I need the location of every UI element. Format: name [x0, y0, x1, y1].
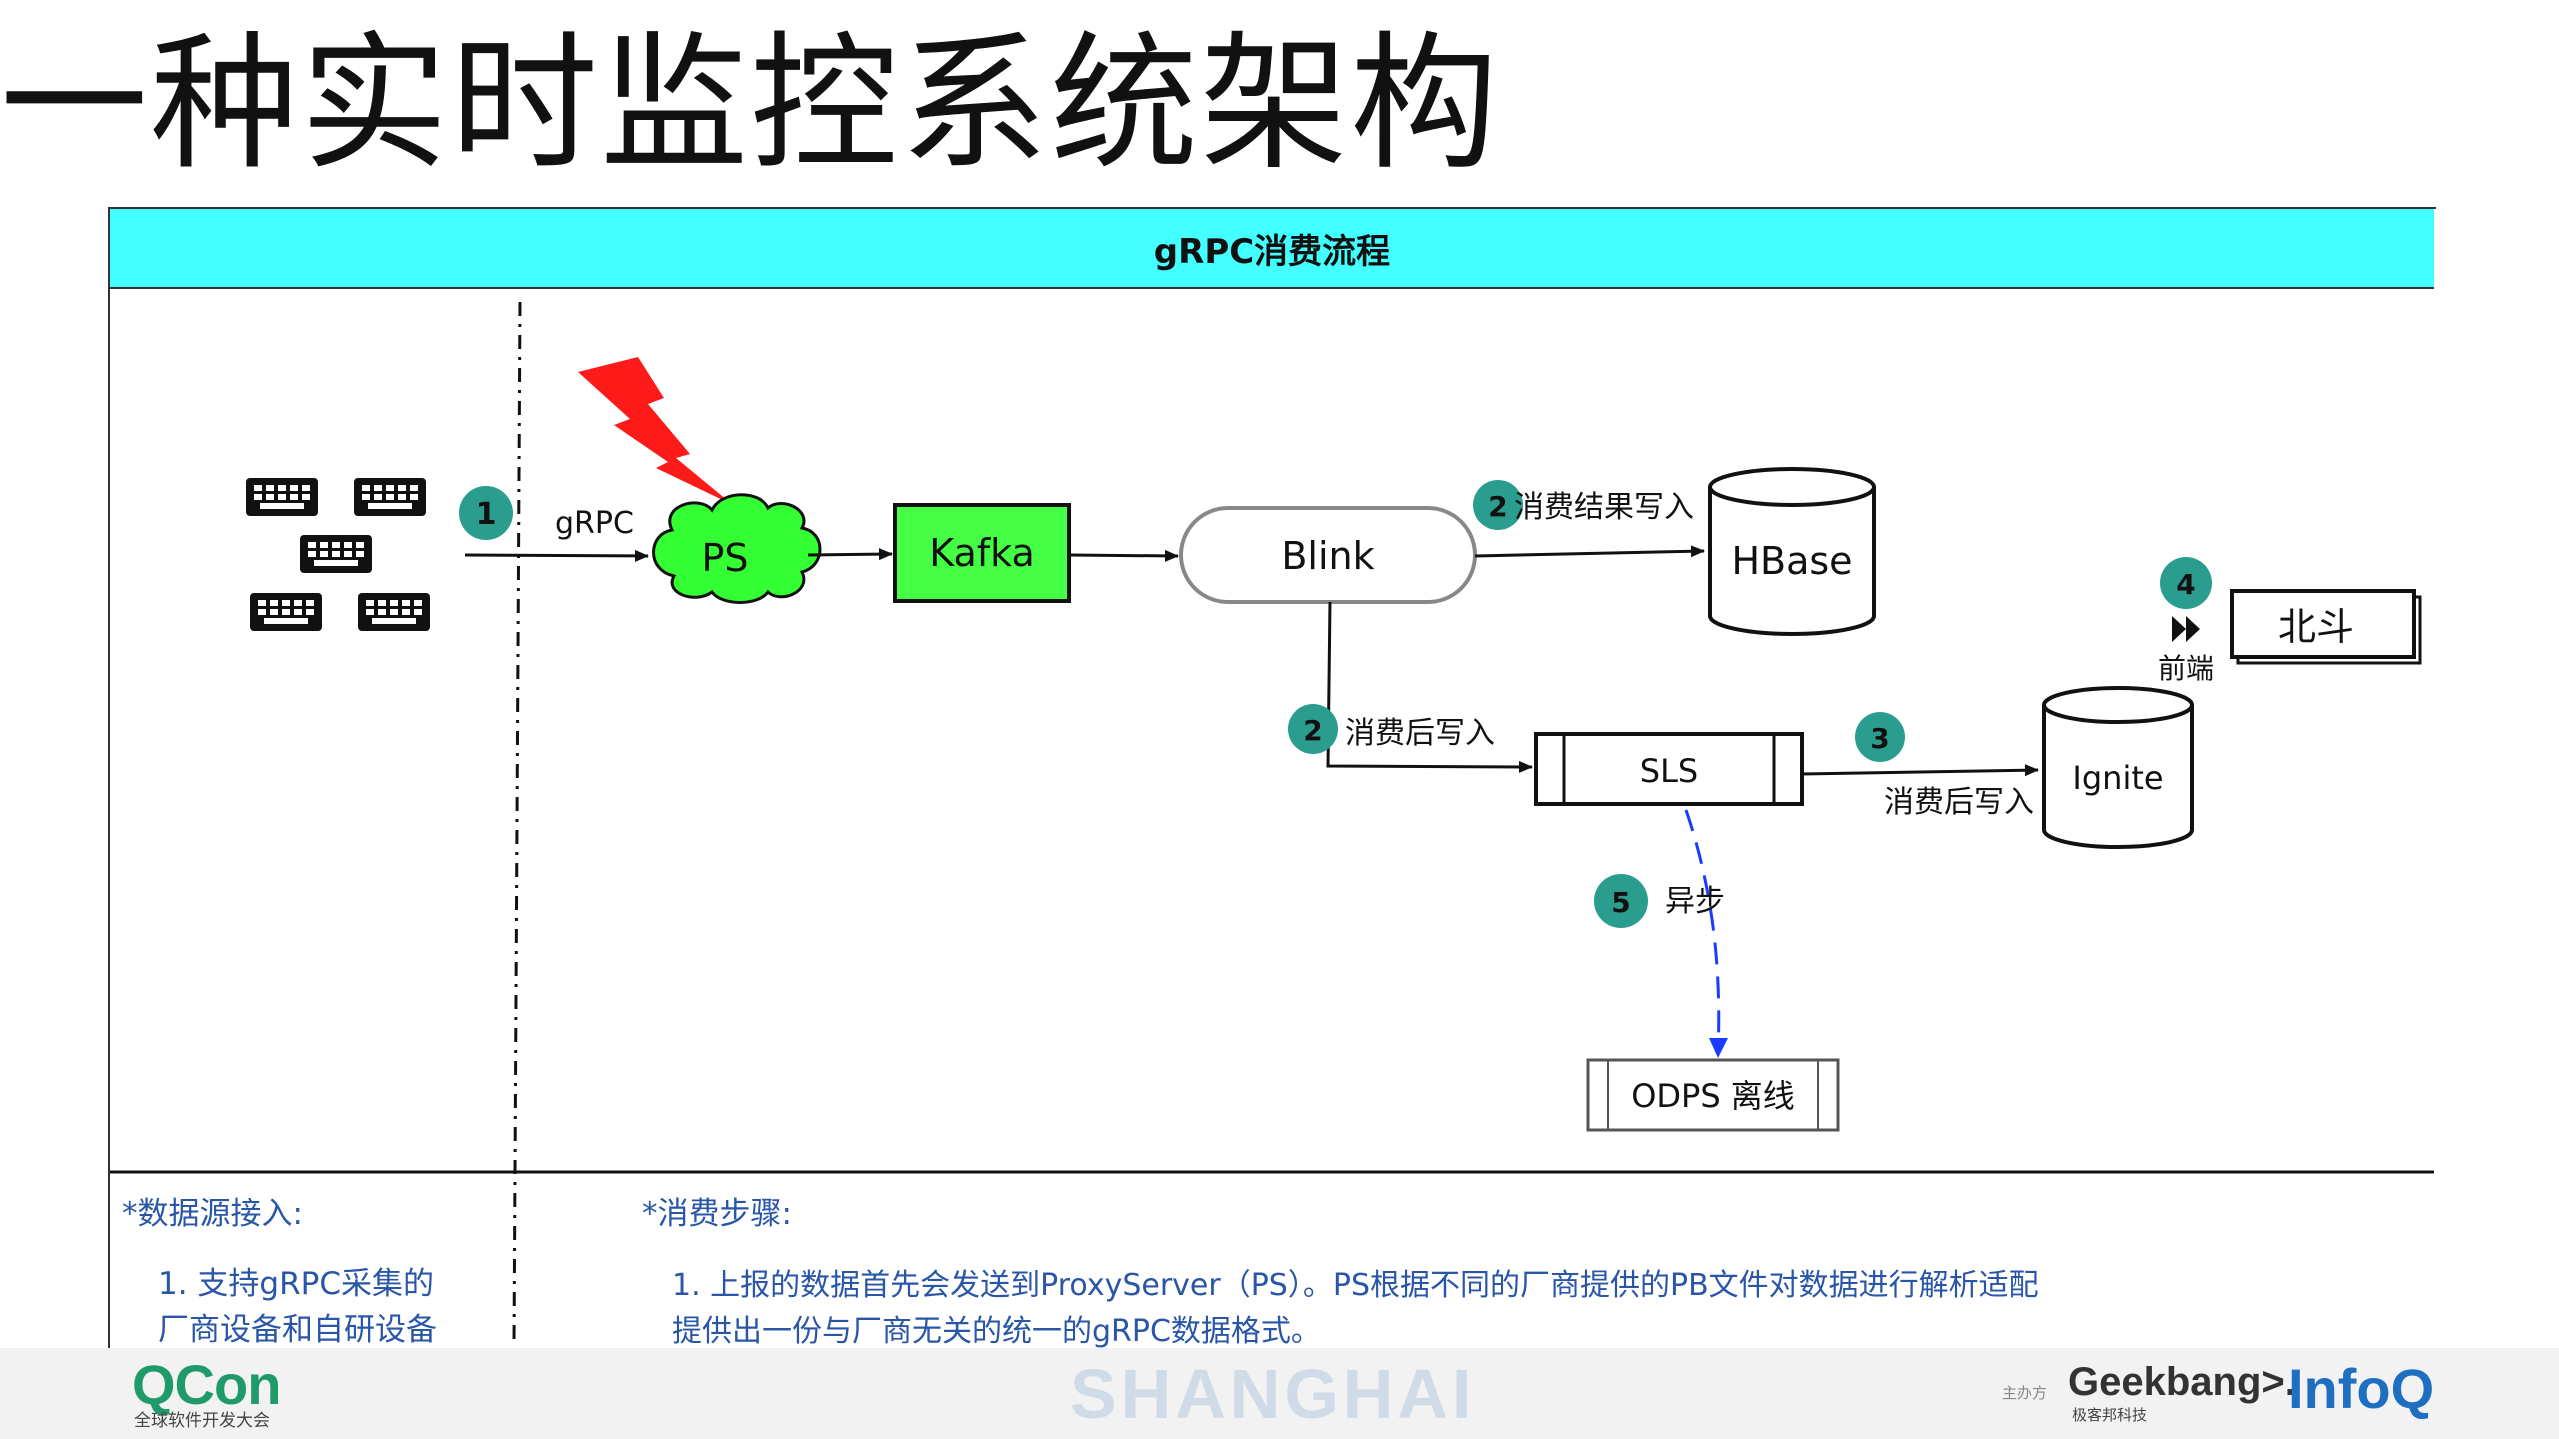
kafka-node: Kafka — [893, 503, 1071, 603]
fast-forward-icon — [2172, 616, 2200, 642]
async-arrow — [1684, 809, 1721, 1053]
blink-hbase-arrow — [1474, 545, 1705, 558]
svg-text:Kafka: Kafka — [929, 531, 1035, 575]
svg-text:北斗: 北斗 — [2278, 605, 2354, 649]
blink-sls-arrow — [1326, 601, 1533, 773]
step-4-badge: 4 — [2160, 557, 2212, 609]
consume-write-ignite-label: 消费后写入 — [1884, 785, 2034, 820]
geekbang-subtitle: 极客邦科技 — [2072, 1406, 2148, 1424]
footer-bar — [0, 1348, 2559, 1439]
grpc-label: gRPC — [555, 506, 634, 541]
svg-text:HBase: HBase — [1731, 539, 1852, 583]
ps-node: PS — [652, 493, 822, 604]
lightning-icon — [578, 357, 733, 505]
sls-ignite-arrow — [1801, 764, 2039, 777]
grpc-arrow — [464, 549, 649, 562]
qcon-logo: QCon — [132, 1353, 281, 1416]
separator-line — [512, 301, 522, 1346]
svg-text:2: 2 — [1488, 490, 1507, 523]
sls-node: SLS — [1534, 732, 1804, 806]
qcon-subtitle: 全球软件开发大会 — [134, 1411, 270, 1431]
consume-write-sls-label: 消费后写入 — [1345, 716, 1495, 751]
svg-text:Blink: Blink — [1281, 534, 1374, 578]
svg-text:Ignite: Ignite — [2072, 759, 2163, 797]
step-1-badge: 1 — [459, 486, 513, 540]
svg-text:1: 1 — [476, 497, 497, 532]
svg-text:2: 2 — [1303, 714, 1322, 747]
step-3-badge: 3 — [1855, 712, 1905, 762]
left-note-heading: *数据源接入: — [122, 1196, 303, 1232]
keyboard-icon — [246, 478, 318, 516]
async-arrowhead — [1709, 1038, 1728, 1058]
diagram-title: gRPC消费流程 — [110, 209, 2434, 289]
svg-text:PS: PS — [701, 536, 748, 580]
step-2-hbase-badge: 2 — [1473, 480, 1523, 530]
ps-kafka-arrow — [807, 548, 893, 561]
organizer-label: 主办方 — [2002, 1384, 2048, 1402]
async-label: 异步 — [1665, 884, 1725, 919]
keyboard-icon — [250, 593, 322, 631]
keyboard-icon — [354, 478, 426, 516]
blink-node: Blink — [1179, 506, 1477, 604]
left-note-line2: 厂商设备和自研设备 — [158, 1312, 437, 1348]
right-note-line1: 1. 上报的数据首先会发送到ProxyServer（PS）。PS根据不同的厂商提… — [672, 1268, 2039, 1303]
svg-text:5: 5 — [1611, 886, 1630, 919]
step-2-sls-badge: 2 — [1288, 704, 1338, 754]
svg-text:4: 4 — [2176, 568, 2195, 601]
right-note-heading: *消费步骤: — [642, 1196, 792, 1232]
svg-text:SLS: SLS — [1640, 752, 1698, 790]
diagram-frame — [108, 207, 2436, 1349]
svg-text:ODPS 离线: ODPS 离线 — [1631, 1077, 1795, 1115]
geekbang-logo: Geekbang>. — [2068, 1360, 2296, 1404]
keyboard-icon — [300, 535, 372, 573]
architecture-diagram: 1 gRPC PS Kafka Blink 2 消费结果写入 HBase 2 — [110, 301, 2434, 1346]
beidou-node: 北斗 — [2230, 589, 2422, 665]
left-note-line1: 1. 支持gRPC采集的 — [158, 1266, 434, 1302]
infoq-logo: InfoQ — [2288, 1357, 2435, 1420]
frontend-label: 前端 — [2158, 652, 2214, 685]
right-note-line2: 提供出一份与厂商无关的统一的gRPC数据格式。 — [672, 1314, 1321, 1349]
slide-title: 一种实时监控系统架构 — [0, 18, 1500, 190]
keyboard-icon — [358, 593, 430, 631]
kafka-blink-arrow — [1068, 549, 1179, 562]
svg-text:3: 3 — [1870, 722, 1889, 755]
odps-node: ODPS 离线 — [1586, 1058, 1840, 1132]
hbase-node: HBase — [1708, 467, 1876, 636]
step-5-badge: 5 — [1594, 874, 1648, 928]
ignite-node: Ignite — [2042, 686, 2194, 849]
consume-result-write-label: 消费结果写入 — [1514, 490, 1694, 525]
city-watermark: SHANGHAI — [1070, 1355, 1476, 1433]
